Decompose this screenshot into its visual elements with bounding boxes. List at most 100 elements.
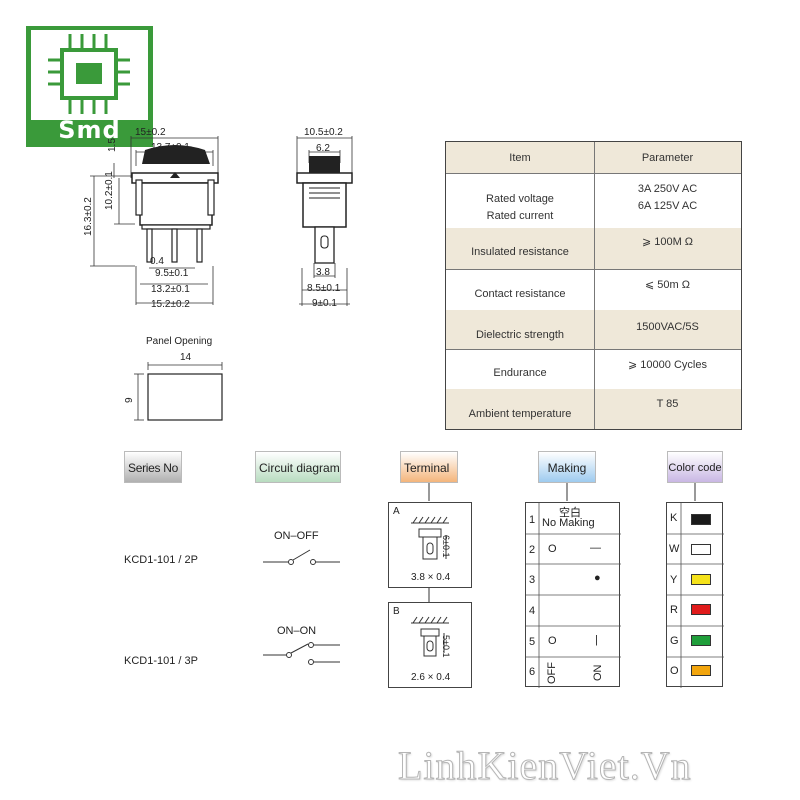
spec-param-line: 1500VAC/5S: [636, 321, 699, 333]
watermark: LinhKienViet.Vn: [398, 743, 692, 789]
making-symbol-on: |: [595, 634, 598, 646]
terminal-connector: [428, 588, 430, 602]
spec-item-line: Endurance: [493, 367, 547, 379]
making-symbol-off: O: [548, 543, 557, 555]
terminal-dim: 3.8 × 0.4: [411, 572, 451, 583]
color-swatch-o: [691, 665, 711, 676]
making-row-num: 4: [529, 605, 536, 617]
spec-param-line: ⩾ 10000 Cycles: [628, 359, 707, 371]
making-symbol-dot: ●: [594, 572, 601, 584]
circuit-label-on-off: ON–OFF: [274, 530, 319, 542]
spec-item-line: Rated current: [486, 210, 554, 222]
making-symbol-off: OFF: [546, 662, 558, 684]
making-symbol-off: O: [548, 635, 557, 647]
terminal-b-icon: [411, 616, 449, 657]
color-swatch-k: [691, 514, 711, 525]
panel-opening-label: Panel Opening: [146, 336, 213, 347]
making-row-text: No Making: [542, 517, 595, 529]
spec-param-line: T 85: [656, 398, 679, 410]
header-making: Making: [538, 451, 596, 483]
panel-opening-drawing: [134, 362, 223, 421]
circuit-on-off-icon: [263, 549, 340, 565]
header-connectors: [428, 483, 696, 501]
color-swatch-g: [691, 635, 711, 646]
chip-icon: [31, 30, 148, 120]
terminal-box-a: A 6±0.1 3.8 × 0.4: [388, 502, 472, 588]
dim-pin-width: 0.4: [150, 256, 164, 267]
making-symbol-on: —: [590, 542, 601, 554]
spec-row-insulated: Insulated resistance ⩾ 100M Ω: [446, 228, 741, 270]
spec-param-line: 3A 250V AC: [637, 183, 698, 195]
making-table: 1 空白 No Making 2 O — 3 ● 4 5 O | 6 OFF O…: [525, 502, 621, 688]
panel-opening-width: 14: [180, 352, 192, 363]
side-view-drawing: [296, 136, 353, 306]
terminal-letter: B: [393, 606, 400, 617]
circuit-label-on-on: ON–ON: [277, 625, 317, 637]
dim-side-overall-width: 9±0.1: [312, 298, 337, 309]
header-terminal: Terminal: [400, 451, 458, 483]
spec-header-parameter: Parameter: [641, 152, 694, 164]
series-name-3p: KCD1-101 / 3P: [124, 655, 198, 667]
spec-row-contact: Contact resistance ⩽ 50m Ω: [446, 269, 741, 311]
color-letter: Y: [670, 574, 678, 586]
making-row-top: 空白: [559, 507, 581, 519]
header-circuit: Circuit diagram: [255, 451, 341, 483]
spec-item-line: Dielectric strength: [475, 329, 565, 341]
making-symbol-on: ON: [592, 664, 604, 682]
color-grid: [667, 503, 724, 688]
color-swatch-w: [691, 544, 711, 555]
header-color: Color code: [667, 451, 723, 483]
spec-item-line: Ambient temperature: [468, 408, 572, 420]
color-letter: W: [669, 543, 680, 555]
spec-item-line: Contact resistance: [474, 288, 566, 300]
spec-param-line: 6A 125V AC: [637, 200, 698, 212]
spec-item-line: Rated voltage: [486, 193, 554, 205]
color-letter: R: [670, 604, 678, 616]
header-series: Series No: [124, 451, 182, 483]
dim-body-height: 10.2±0.1: [104, 171, 115, 210]
series-name-2p: KCD1-101 / 2P: [124, 554, 198, 566]
spec-table: Item Parameter Rated voltage Rated curre…: [445, 141, 742, 430]
dim-side-terminal-width: 3.8: [316, 267, 330, 278]
dim-overall-width: 15.2±0.2: [151, 299, 190, 310]
terminal-height: 6±0.1: [441, 535, 451, 558]
dim-rocker-height: 1.5: [107, 138, 118, 152]
making-row-num: 5: [529, 636, 536, 648]
spec-row-rated: Rated voltage Rated current 3A 250V AC 6…: [446, 173, 741, 229]
dim-side-rocker-width: 6.2: [316, 143, 330, 154]
dim-side-top-width: 10.5±0.2: [304, 127, 343, 138]
making-row-num: 1: [529, 514, 536, 526]
terminal-height: 5±0.1: [441, 635, 451, 658]
spec-row-dielectric: Dielectric strength 1500VAC/5S: [446, 310, 741, 350]
dim-side-base-width: 8.5±0.1: [307, 283, 341, 294]
logo-text: Smd: [58, 116, 121, 144]
making-row-num: 6: [529, 666, 536, 678]
spec-param-line: ⩽ 50m Ω: [645, 279, 690, 291]
smd-logo: Smd: [26, 26, 153, 147]
color-letter: O: [670, 665, 679, 677]
terminal-dim: 2.6 × 0.4: [411, 672, 451, 683]
dim-pin-spacing: 9.5±0.1: [155, 268, 189, 279]
spec-row-endurance: Endurance ⩾ 10000 Cycles: [446, 349, 741, 390]
color-code-table: K W Y R G O: [666, 502, 724, 688]
dim-total-height: 16.3±0.2: [83, 197, 94, 236]
making-row-num: 2: [529, 544, 536, 556]
terminal-box-b: B 5±0.1 2.6 × 0.4: [388, 602, 472, 688]
spec-header-item: Item: [509, 152, 531, 164]
color-letter: G: [670, 635, 679, 647]
dim-width-top: 15±0.2: [135, 127, 166, 138]
color-swatch-y: [691, 574, 711, 585]
making-row-num: 3: [529, 574, 536, 586]
spec-row-ambient: Ambient temperature T 85: [446, 389, 741, 429]
dim-base-width: 13.2±0.1: [151, 284, 190, 295]
spec-param-line: ⩾ 100M Ω: [641, 236, 694, 248]
spec-item-line: Insulated resistance: [471, 246, 569, 258]
spec-header-row: Item Parameter: [446, 142, 741, 174]
making-grid: [526, 503, 621, 688]
circuit-on-on-icon: [263, 642, 340, 665]
terminal-letter: A: [393, 506, 400, 517]
color-letter: K: [670, 512, 678, 524]
dim-width-inner: 13.7±0.1: [151, 142, 190, 153]
terminal-a-icon: [411, 516, 449, 560]
front-view-drawing: [90, 136, 219, 305]
